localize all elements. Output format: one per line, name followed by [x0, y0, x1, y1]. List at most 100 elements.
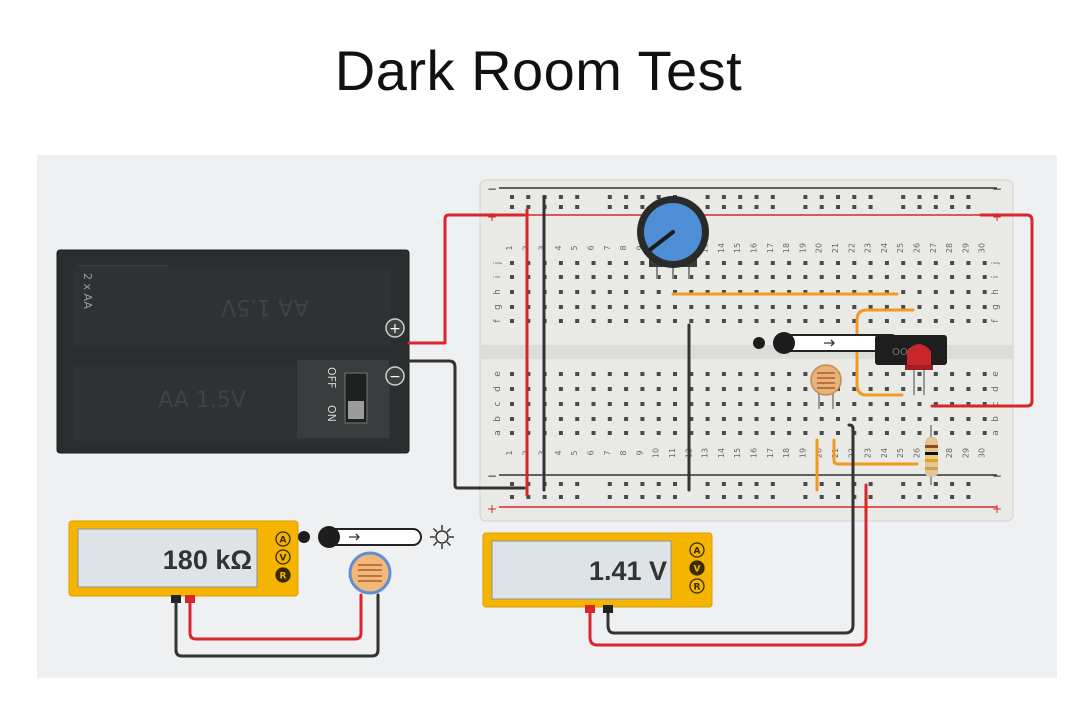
breadboard-hole[interactable]	[933, 417, 938, 421]
breadboard-hole[interactable]	[933, 372, 938, 376]
breadboard-hole[interactable]	[721, 431, 726, 435]
rail-hole[interactable]	[770, 195, 775, 199]
breadboard-hole[interactable]	[966, 261, 971, 265]
breadboard-hole[interactable]	[591, 402, 596, 406]
breadboard-hole[interactable]	[558, 275, 563, 279]
rail-hole[interactable]	[542, 495, 547, 499]
breadboard-hole[interactable]	[738, 290, 743, 294]
breadboard-hole[interactable]	[754, 261, 759, 265]
breadboard-hole[interactable]	[656, 417, 661, 421]
breadboard-hole[interactable]	[607, 305, 612, 309]
breadboard-hole[interactable]	[575, 387, 580, 391]
breadboard-hole[interactable]	[705, 261, 710, 265]
breadboard-hole[interactable]	[933, 402, 938, 406]
breadboard-hole[interactable]	[721, 372, 726, 376]
breadboard-hole[interactable]	[770, 319, 775, 323]
wire-orange-ldr-loop[interactable]	[855, 308, 915, 397]
rail-hole[interactable]	[738, 195, 743, 199]
rail-hole[interactable]	[803, 195, 808, 199]
breadboard-hole[interactable]	[982, 387, 987, 391]
breadboard-hole[interactable]	[868, 417, 873, 421]
breadboard-hole[interactable]	[803, 290, 808, 294]
wire-red-battery-plus[interactable]	[407, 213, 526, 345]
rail-hole[interactable]	[966, 482, 971, 486]
rail-hole[interactable]	[526, 205, 531, 209]
breadboard-hole[interactable]	[950, 372, 955, 376]
breadboard-hole[interactable]	[656, 305, 661, 309]
breadboard-hole[interactable]	[933, 275, 938, 279]
breadboard-hole[interactable]	[591, 387, 596, 391]
rail-hole[interactable]	[836, 205, 840, 209]
rail-hole[interactable]	[607, 195, 612, 199]
breadboard-hole[interactable]	[640, 402, 645, 406]
breadboard-hole[interactable]	[607, 261, 612, 265]
breadboard-hole[interactable]	[770, 261, 775, 265]
rail-hole[interactable]	[705, 482, 710, 486]
rail-hole[interactable]	[754, 495, 759, 499]
breadboard-hole[interactable]	[852, 402, 857, 406]
rail-hole[interactable]	[819, 205, 824, 209]
rail-hole[interactable]	[868, 495, 873, 499]
breadboard-hole[interactable]	[868, 290, 873, 294]
rail-hole[interactable]	[526, 495, 531, 499]
rail-hole[interactable]	[754, 195, 759, 199]
breadboard-hole[interactable]	[966, 290, 971, 294]
breadboard-hole[interactable]	[721, 417, 726, 421]
breadboard-hole[interactable]	[950, 387, 955, 391]
breadboard-hole[interactable]	[950, 261, 955, 265]
rail-hole[interactable]	[933, 195, 938, 199]
breadboard-hole[interactable]	[738, 417, 743, 421]
breadboard-hole[interactable]	[624, 387, 629, 391]
breadboard-hole[interactable]	[558, 319, 563, 323]
rail-hole[interactable]	[738, 482, 743, 486]
breadboard-hole[interactable]	[705, 319, 710, 323]
breadboard-hole[interactable]	[950, 431, 955, 435]
breadboard-hole[interactable]	[868, 431, 873, 435]
breadboard-hole[interactable]	[917, 387, 922, 391]
breadboard-hole[interactable]	[836, 319, 840, 323]
breadboard-hole[interactable]	[721, 319, 726, 323]
rail-hole[interactable]	[673, 482, 677, 486]
breadboard-hole[interactable]	[721, 305, 726, 309]
rail-hole[interactable]	[917, 482, 922, 486]
breadboard-hole[interactable]	[836, 417, 840, 421]
rail-hole[interactable]	[673, 495, 677, 499]
rail-hole[interactable]	[640, 195, 645, 199]
rail-hole[interactable]	[933, 205, 938, 209]
breadboard-hole[interactable]	[787, 402, 792, 406]
breadboard-hole[interactable]	[591, 305, 596, 309]
breadboard-hole[interactable]	[803, 319, 808, 323]
breadboard-hole[interactable]	[917, 261, 922, 265]
breadboard-hole[interactable]	[673, 275, 677, 279]
breadboard-hole[interactable]	[836, 290, 840, 294]
breadboard-hole[interactable]	[575, 290, 580, 294]
rail-hole[interactable]	[819, 195, 824, 199]
light-slider-knob[interactable]	[773, 332, 795, 354]
photoresistor-left[interactable]	[348, 551, 392, 595]
breadboard-hole[interactable]	[819, 402, 824, 406]
breadboard-hole[interactable]	[575, 372, 580, 376]
breadboard-hole[interactable]	[982, 431, 987, 435]
breadboard-hole[interactable]	[656, 290, 661, 294]
breadboard-hole[interactable]	[787, 319, 792, 323]
rail-hole[interactable]	[901, 482, 906, 486]
breadboard-hole[interactable]	[575, 275, 580, 279]
breadboard-hole[interactable]	[950, 402, 955, 406]
rail-hole[interactable]	[770, 482, 775, 486]
breadboard-hole[interactable]	[884, 261, 889, 265]
breadboard-hole[interactable]	[656, 275, 661, 279]
breadboard-hole[interactable]	[673, 417, 677, 421]
breadboard-hole[interactable]	[819, 305, 824, 309]
breadboard-hole[interactable]	[640, 305, 645, 309]
breadboard-hole[interactable]	[933, 431, 938, 435]
multimeter-right[interactable]: 1.41 V AVR	[482, 532, 713, 613]
breadboard-hole[interactable]	[770, 417, 775, 421]
rail-hole[interactable]	[558, 482, 563, 486]
breadboard-hole[interactable]	[803, 275, 808, 279]
breadboard-hole[interactable]	[770, 305, 775, 309]
breadboard-hole[interactable]	[884, 305, 889, 309]
rail-hole[interactable]	[721, 495, 726, 499]
breadboard-hole[interactable]	[852, 290, 857, 294]
breadboard-hole[interactable]	[738, 402, 743, 406]
rail-hole[interactable]	[933, 495, 938, 499]
